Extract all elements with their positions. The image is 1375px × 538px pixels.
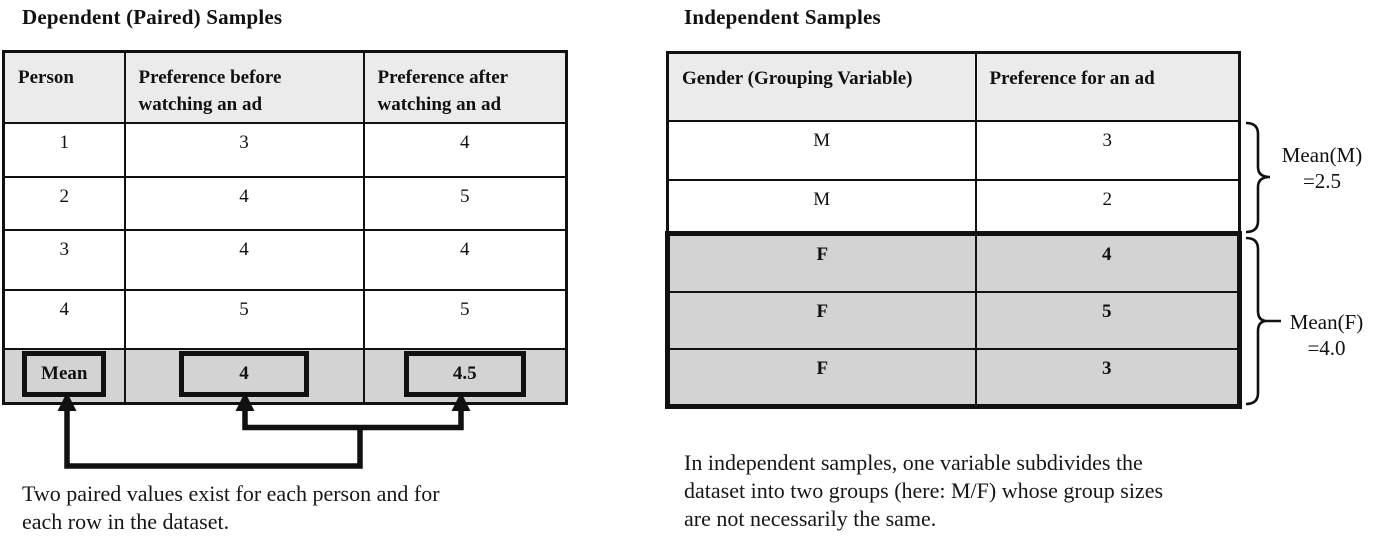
cell-after: 5 — [362, 175, 568, 231]
mean-label-cell: Mean — [2, 347, 126, 405]
male-row: M 3 — [666, 119, 1241, 181]
cell-preference: 3 — [974, 119, 1241, 181]
cell-preference: 4 — [974, 231, 1242, 293]
female-row: F 3 — [665, 347, 1242, 409]
cell-before: 3 — [123, 121, 365, 178]
cell-person: 3 — [2, 228, 126, 291]
paired-samples-table: Person Preference before watching an ad … — [2, 50, 568, 405]
cell-person: 1 — [2, 121, 126, 178]
paired-samples-title: Dependent (Paired) Samples — [22, 5, 283, 29]
header-pref-after: Preference after watching an ad — [362, 50, 568, 124]
cell-gender: F — [665, 290, 977, 350]
independent-samples-table: Gender (Grouping Variable) Preference fo… — [665, 51, 1242, 409]
cell-gender: M — [666, 119, 977, 181]
table-row: 4 5 5 — [2, 288, 568, 350]
mean-f-brace — [1245, 236, 1281, 406]
cell-gender: M — [666, 178, 977, 235]
independent-samples-caption: In independent samples, one variable sub… — [684, 450, 1164, 531]
cell-after: 5 — [362, 288, 568, 350]
table-row: 1 3 4 — [2, 121, 568, 178]
cell-preference: 2 — [974, 178, 1241, 235]
header-pref-before: Preference before watching an ad — [123, 50, 365, 124]
header-preference: Preference for an ad — [974, 51, 1241, 122]
cell-person: 4 — [2, 288, 126, 350]
mean-m-brace — [1245, 121, 1271, 234]
cell-before: 4 — [123, 175, 365, 231]
mean-after-cell: 4.5 — [362, 347, 568, 405]
paired-arrow-lines — [64, 402, 464, 469]
cell-gender: F — [665, 347, 977, 409]
cell-after: 4 — [362, 228, 568, 291]
header-gender: Gender (Grouping Variable) — [666, 51, 977, 122]
cell-person: 2 — [2, 175, 126, 231]
cell-before: 4 — [123, 228, 365, 291]
mean-after-box: 4.5 — [403, 350, 526, 397]
independent-samples-title: Independent Samples — [684, 5, 881, 29]
mean-before-cell: 4 — [123, 347, 365, 405]
header-person: Person — [2, 50, 126, 124]
mean-label-box: Mean — [22, 350, 107, 397]
cell-before: 5 — [123, 288, 365, 350]
cell-preference: 5 — [974, 290, 1242, 350]
cell-preference: 3 — [974, 347, 1242, 409]
cell-after: 4 — [362, 121, 568, 178]
mean-before-box: 4 — [179, 350, 309, 397]
table-row: 2 4 5 — [2, 175, 568, 231]
paired-samples-caption: Two paired values exist for each person … — [22, 481, 440, 534]
mean-row: Mean 4 4.5 — [2, 347, 568, 405]
female-row: F 5 — [665, 290, 1242, 350]
table-row: 3 4 4 — [2, 228, 568, 291]
male-row: M 2 — [666, 178, 1241, 235]
cell-gender: F — [665, 231, 977, 293]
mean-f-annotation: Mean(F) =4.0 — [1289, 310, 1364, 360]
header-row: Gender (Grouping Variable) Preference fo… — [666, 51, 1241, 122]
female-row: F 4 — [665, 231, 1242, 293]
mean-m-annotation: Mean(M) =2.5 — [1281, 143, 1363, 193]
header-row: Person Preference before watching an ad … — [2, 50, 568, 124]
